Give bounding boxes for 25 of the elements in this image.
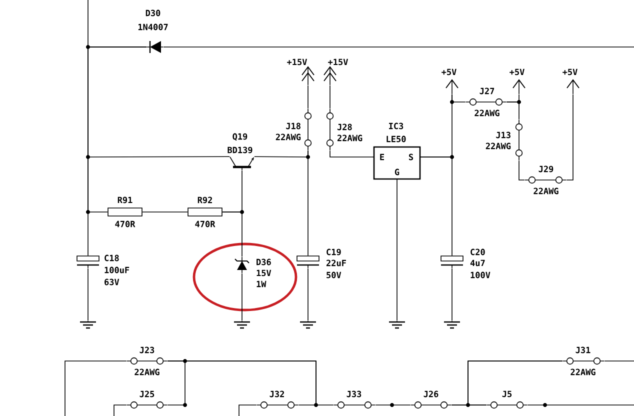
wire: [88, 0, 147, 48]
wire: [452, 94, 466, 102]
wire: [396, 179, 398, 321]
wire: [238, 404, 257, 416]
wire: [375, 404, 411, 406]
wire: [167, 360, 186, 406]
wire: [604, 360, 634, 362]
ground-symbol: [233, 320, 251, 329]
wire: [114, 404, 127, 416]
wire: [566, 94, 574, 180]
ground-symbol: [443, 320, 461, 329]
wire: [527, 404, 634, 406]
ground-symbol: [79, 320, 97, 329]
wire: [518, 160, 525, 180]
wire: [420, 156, 452, 256]
wire: [506, 102, 520, 120]
wire: [64, 360, 127, 416]
ground-symbol: [388, 320, 406, 329]
ground-symbol: [299, 320, 317, 329]
wire: [163, 46, 634, 48]
regulator-box: IC3 LE50 E S G: [373, 122, 421, 180]
node-label: LE50: [386, 136, 406, 142]
node-label: IC3: [389, 122, 404, 130]
wire: [222, 212, 242, 257]
wire: [330, 150, 374, 158]
